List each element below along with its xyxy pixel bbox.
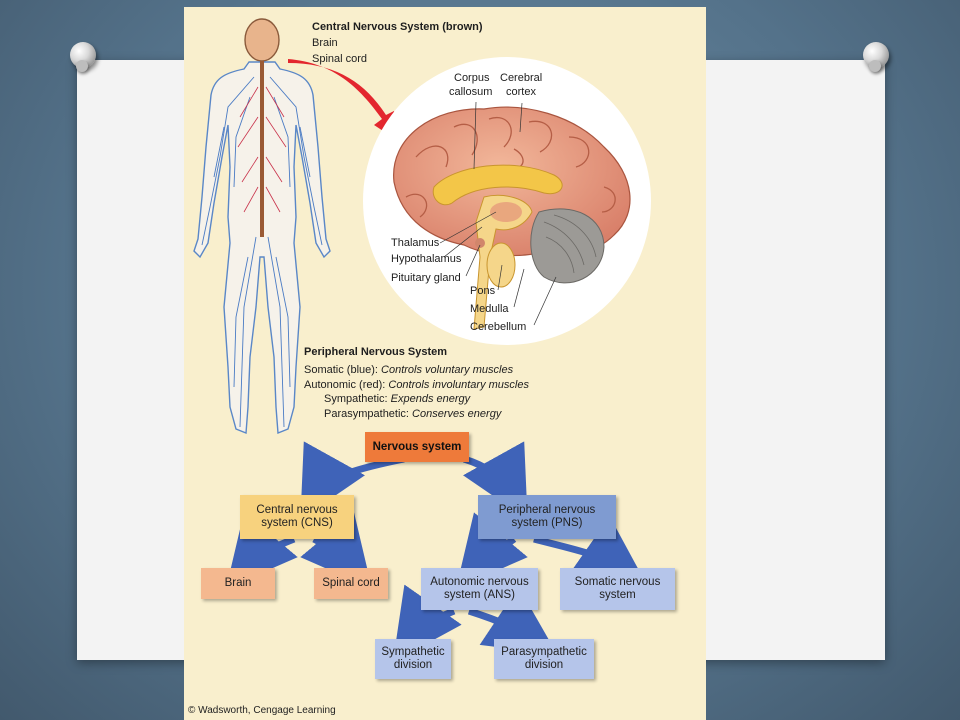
somatic-box: Somatic nervous system — [560, 568, 675, 610]
nervous-system-figure: Central Nervous System (brown) Brain Spi… — [184, 7, 706, 720]
ans-box: Autonomic nervous system (ANS) — [421, 568, 538, 610]
pns-somatic-line: Somatic (blue): Controls voluntary muscl… — [304, 364, 513, 377]
medulla-label: Medulla — [470, 303, 509, 315]
pituitary-label: Pituitary gland — [391, 272, 461, 284]
sympathetic-box: Sympathetic division — [375, 639, 451, 679]
parasympathetic-box: Parasympathetic division — [494, 639, 594, 679]
pushpin-right-icon — [863, 42, 889, 72]
pns-heading: Peripheral Nervous System — [304, 346, 448, 358]
sympathetic-label: Sympathetic: — [324, 393, 391, 405]
brain-cross-section-illustration — [393, 106, 631, 330]
cns-spinal-cord-label: Spinal cord — [312, 53, 368, 65]
cortex-label: cortex — [506, 86, 536, 98]
sympathetic-box-line1: Sympathetic — [381, 646, 445, 658]
spinal-cord-box: Spinal cord — [314, 568, 388, 599]
cns-brain-label: Brain — [312, 37, 338, 49]
pushpin-left-icon — [70, 42, 96, 72]
somatic-desc: Controls voluntary muscles — [381, 364, 514, 376]
brain-box: Brain — [201, 568, 275, 599]
hypothalamus-label: Hypothalamus — [391, 253, 462, 265]
somatic-label: Somatic (blue): — [304, 364, 382, 376]
autonomic-desc: Controls involuntary muscles — [388, 379, 529, 391]
pns-autonomic-line: Autonomic (red): Controls involuntary mu… — [304, 379, 529, 392]
callosum-label: callosum — [449, 86, 493, 98]
cns-box: Central nervous system (CNS) — [240, 495, 354, 539]
pns-sympathetic-line: Sympathetic: Expends energy — [324, 393, 470, 406]
cns-box-line2: system (CNS) — [261, 517, 333, 529]
pns-box-line2: system (PNS) — [511, 517, 583, 529]
somatic-box-line2: system — [599, 589, 636, 601]
somatic-box-line1: Somatic nervous — [574, 576, 661, 588]
human-body-illustration — [193, 18, 331, 435]
cerebral-label: Cerebral — [500, 72, 543, 84]
parasympathetic-label: Parasympathetic: — [324, 408, 413, 420]
brain-leader-lines — [439, 101, 557, 326]
tree-arrows — [226, 441, 647, 662]
sympathetic-desc: Expends energy — [390, 393, 471, 405]
pns-parasympathetic-line: Parasympathetic: Conserves energy — [324, 408, 501, 421]
cns-box-line1: Central nervous — [256, 504, 338, 516]
corpus-label: Corpus — [454, 72, 490, 84]
parasympathetic-box-line1: Parasympathetic — [501, 646, 587, 658]
thalamus-label: Thalamus — [391, 237, 440, 249]
parasympathetic-desc: Conserves energy — [412, 408, 502, 420]
ans-box-line2: system (ANS) — [444, 589, 515, 601]
pns-box: Peripheral nervous system (PNS) — [478, 495, 616, 539]
nervous-system-box: Nervous system — [365, 432, 469, 462]
parasympathetic-box-line2: division — [524, 659, 564, 671]
cns-heading: Central Nervous System (brown) — [312, 21, 483, 33]
cerebellum-label: Cerebellum — [470, 321, 527, 333]
pns-box-line1: Peripheral nervous — [498, 504, 596, 516]
sympathetic-box-line2: division — [393, 659, 433, 671]
figure-illustration — [193, 18, 651, 662]
ans-box-line1: Autonomic nervous — [430, 576, 529, 588]
autonomic-label: Autonomic (red): — [304, 379, 389, 391]
copyright-text: © Wadsworth, Cengage Learning — [188, 705, 336, 716]
pons-label: Pons — [470, 285, 496, 297]
